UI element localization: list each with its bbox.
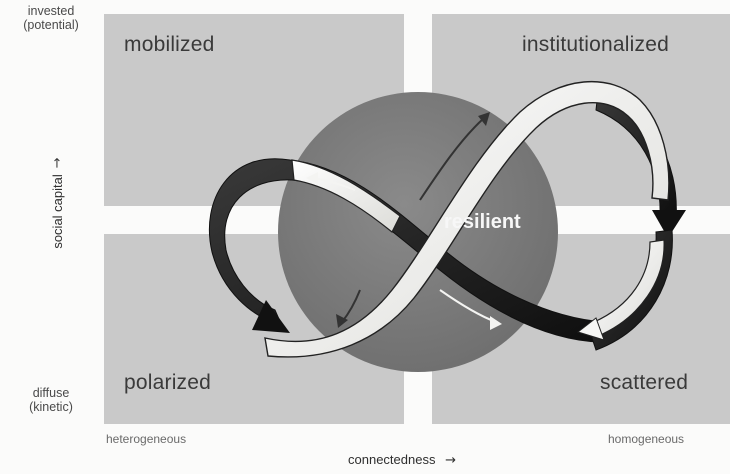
quadrant-label-mobilized: mobilized <box>124 33 215 56</box>
y-axis-title-text: social capital <box>49 174 65 249</box>
x-axis-title: connectedness → <box>348 452 456 468</box>
y-axis-top-label-line2: (potential) <box>23 18 79 32</box>
y-axis-bottom-label-line2: (kinetic) <box>29 400 73 414</box>
y-axis-bottom-label: diffuse (kinetic) <box>5 386 97 414</box>
y-axis-arrow-icon: → <box>49 157 65 169</box>
dark-arrow-right <box>652 210 686 238</box>
x-axis-right-label: homogeneous <box>608 432 685 446</box>
quadrant-label-scattered: scattered <box>600 371 689 394</box>
quadrant-label-institutionalized: institutionalized <box>522 33 669 56</box>
light-arrow-lower-right <box>576 317 605 341</box>
light-figure-eight-band <box>264 80 670 358</box>
x-axis-arrow-icon: → <box>445 453 456 468</box>
light-upper-left-band <box>291 159 401 233</box>
inner-band-arrows <box>306 112 502 330</box>
dark-arrow-bottom-left <box>252 300 290 333</box>
quadrant-label-polarized: polarized <box>124 371 212 394</box>
y-axis-top-label: invested (potential) <box>5 4 97 32</box>
center-label-resilient: resilient <box>444 211 521 233</box>
y-axis-title: social capital → <box>47 108 67 298</box>
x-axis-left-label: heterogeneous <box>106 432 187 446</box>
y-axis-bottom-label-line1: diffuse <box>32 386 70 400</box>
x-axis-title-text: connectedness <box>348 452 436 467</box>
y-axis-top-label-line1: invested <box>27 4 75 18</box>
